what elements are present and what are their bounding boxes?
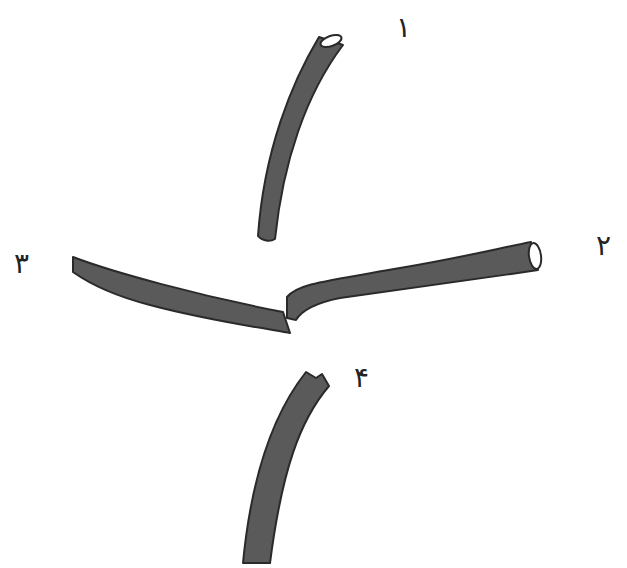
callout-number: ۲	[596, 232, 611, 260]
tube-opening	[527, 242, 543, 269]
callout-number: ۳	[14, 250, 29, 278]
tube-segment	[287, 242, 538, 320]
callout-number: ۱	[396, 14, 411, 42]
tube-segment	[73, 257, 290, 333]
tube-segment	[243, 372, 329, 563]
tube-opening	[319, 33, 343, 50]
tube-segment	[258, 37, 343, 241]
callout-number: ۴	[354, 364, 369, 392]
